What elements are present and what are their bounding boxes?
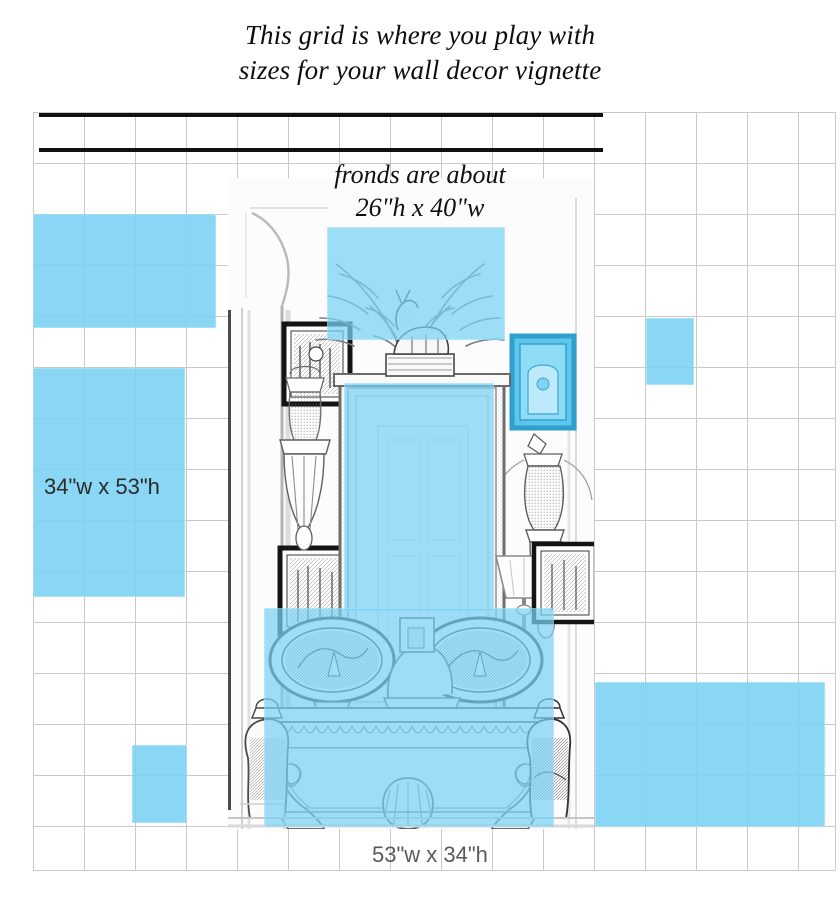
grid-line-horizontal-15 [33, 870, 835, 871]
swatch-frond-top[interactable] [327, 227, 505, 340]
frond-note-line-2: 26"h x 40"w [355, 193, 485, 222]
swatch-table[interactable] [264, 608, 554, 827]
grid-line-vertical-3 [186, 112, 187, 870]
bottom-rule-line [39, 148, 603, 152]
bottom-swatch-size-label: 53"w x 34"h [372, 842, 488, 867]
grid-line-vertical-15 [798, 112, 799, 870]
frond-note-line-1: fronds are about [334, 160, 506, 189]
page-title: This grid is where you play with sizes f… [0, 18, 840, 88]
swatch-small-left[interactable] [132, 745, 187, 823]
swatch-mirror[interactable] [344, 383, 494, 611]
swatch-tall-left[interactable] [33, 368, 185, 597]
page-title-line-1: This grid is where you play with [244, 20, 596, 50]
grid-line-vertical-13 [696, 112, 697, 870]
grid-line-vertical-12 [645, 112, 646, 870]
swatch-small-right[interactable] [646, 318, 694, 385]
swatch-bottom-right[interactable] [595, 682, 825, 827]
grid-line-horizontal-1 [33, 163, 835, 164]
grid-line-vertical-14 [747, 112, 748, 870]
framed-print-right [509, 333, 577, 431]
page-title-line-2: sizes for your wall decor vignette [238, 55, 602, 85]
swatch-upper-left[interactable] [33, 214, 216, 328]
framed-print-far-right [531, 541, 594, 625]
grid-line-vertical-11 [594, 112, 595, 870]
top-rule-line [39, 113, 603, 117]
grid-line-vertical-16 [835, 112, 836, 870]
wall-trim-line [228, 310, 231, 810]
left-swatch-size-label: 34"w x 53"h [44, 474, 160, 499]
frond-size-note: fronds are about 26"h x 40"w [255, 158, 585, 224]
wall-bracket-left [279, 365, 331, 551]
grid-line-horizontal-0 [33, 112, 835, 113]
